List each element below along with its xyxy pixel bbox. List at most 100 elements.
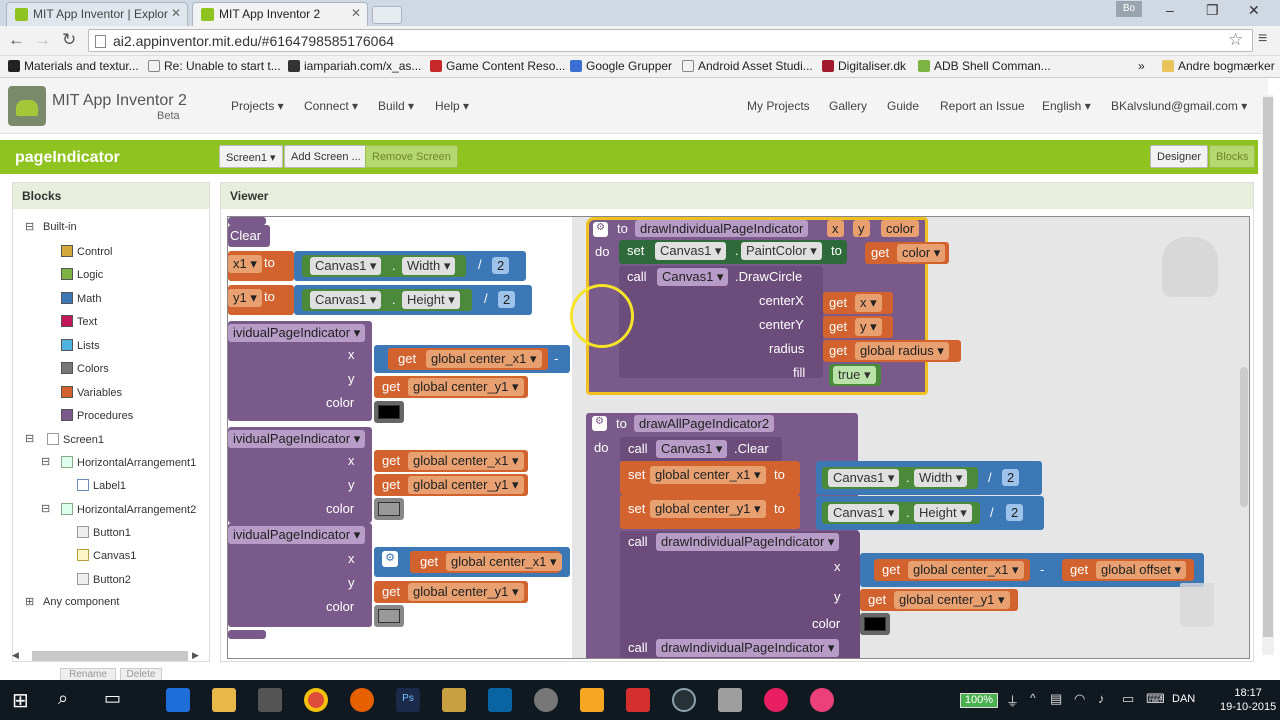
divide-width-block[interactable]: Canvas1 ▾ . Width ▾ / 2	[294, 251, 526, 281]
firefox-icon[interactable]	[350, 688, 374, 712]
tree-button1[interactable]: Button1	[77, 526, 131, 539]
tree-item-logic[interactable]: Logic	[61, 268, 103, 281]
tree-item-math[interactable]: Math	[61, 292, 101, 305]
keyboard-icon[interactable]: ⌨	[1146, 691, 1165, 706]
block-fragment[interactable]	[228, 630, 266, 639]
scroll-thumb[interactable]	[1263, 97, 1273, 637]
set-center-x1-block[interactable]: set global center_x1 ▾ to	[620, 461, 800, 495]
reload-icon[interactable]: ↻	[62, 30, 77, 49]
call-draw-individual-block[interactable]: call drawIndividualPageIndicator ▾	[620, 637, 860, 658]
get-center-x1-block[interactable]: get global center_x1 ▾	[388, 348, 548, 370]
color-block[interactable]	[860, 613, 890, 635]
subtract-block[interactable]: ⚙ get global center_x1 ▾	[374, 547, 570, 577]
input-language[interactable]: DAN	[1172, 693, 1196, 705]
store-icon[interactable]	[258, 688, 282, 712]
call-draw-individual-block[interactable]: call drawIndividualPageIndicator ▾ x y c…	[620, 531, 860, 658]
designer-button[interactable]: Designer	[1150, 145, 1209, 168]
outlook-icon[interactable]	[488, 688, 512, 712]
bookmark-item[interactable]: Re: Unable to start t...	[148, 59, 281, 73]
param-y[interactable]: y	[853, 220, 870, 237]
menu-build[interactable]: Build ▾	[378, 99, 415, 113]
app-icon[interactable]	[718, 688, 742, 712]
get-global-offset-block[interactable]: get global offset ▾	[1062, 559, 1194, 581]
get-global-radius-block[interactable]: get global radius ▾	[823, 340, 961, 362]
media-icon[interactable]	[442, 688, 466, 712]
color-gray-swatch[interactable]	[378, 502, 400, 516]
get-center-y1-block[interactable]: get global center_y1 ▾	[374, 581, 528, 603]
file-explorer-icon[interactable]	[212, 688, 236, 712]
back-arrow-icon[interactable]: ←	[8, 30, 25, 49]
procedure-name-field[interactable]: drawIndividualPageIndicator	[635, 220, 809, 237]
wifi-icon[interactable]: ◠	[1074, 691, 1086, 706]
collapse-icon[interactable]: ⊟	[41, 456, 51, 468]
divide-height-block[interactable]: Canvas1 ▾ . Height ▾ / 2	[294, 285, 532, 315]
tree-any-component[interactable]: Any component	[43, 596, 120, 608]
task-view-icon[interactable]: ▭	[104, 688, 122, 708]
canvas-clear-block[interactable]: Clear	[228, 225, 270, 247]
subtract-block[interactable]: get global center_x1 ▾ - get global offs…	[860, 553, 1204, 587]
network-icon[interactable]: ▤	[1050, 691, 1063, 706]
app-icon[interactable]	[626, 688, 650, 712]
bookmark-item[interactable]: Materials and textur...	[8, 59, 139, 73]
call-draw-indicator-block[interactable]: ividualPageIndicator ▾ x y color	[228, 321, 372, 421]
menu-help[interactable]: Help ▾	[435, 99, 470, 113]
color-block[interactable]	[374, 498, 404, 520]
canvas-height-getter[interactable]: Canvas1 ▾ . Height ▾	[302, 289, 472, 311]
collapse-icon[interactable]: ⊟	[25, 221, 35, 233]
var-y1-dropdown[interactable]: y1 ▾	[228, 289, 262, 307]
photoshop-icon[interactable]: Ps	[396, 688, 420, 712]
maximize-icon[interactable]: ❐	[1206, 2, 1219, 18]
subtract-block[interactable]: get global center_x1 ▾ -	[374, 345, 570, 373]
app-icon[interactable]	[672, 688, 696, 712]
screen-select[interactable]: Screen1 ▾	[219, 145, 283, 168]
bookmark-item[interactable]: Android Asset Studi...	[682, 59, 813, 73]
app-icon[interactable]	[764, 688, 788, 712]
tree-button2[interactable]: Button2	[77, 573, 131, 586]
true-block[interactable]: true ▾	[829, 364, 881, 386]
search-icon[interactable]: ⌕	[58, 688, 69, 708]
block-fragment[interactable]	[228, 217, 266, 225]
bookmark-folder[interactable]: Andre bogmærker	[1162, 59, 1275, 73]
tree-item-lists[interactable]: Lists	[61, 339, 100, 352]
close-tab-icon[interactable]: ✕	[350, 6, 361, 20]
page-vertical-scrollbar[interactable]	[1262, 95, 1274, 655]
windows-start-icon[interactable]: ⊞	[12, 690, 29, 712]
bookmarks-overflow-icon[interactable]: »	[1138, 59, 1145, 73]
tree-canvas1[interactable]: Canvas1	[77, 549, 136, 562]
link-guide[interactable]: Guide	[887, 99, 920, 113]
expand-icon[interactable]: ⊞	[25, 596, 35, 608]
param-x[interactable]: x	[827, 220, 844, 237]
color-black-swatch[interactable]	[864, 617, 886, 631]
get-color-block[interactable]: get color ▾	[865, 242, 949, 264]
account-menu[interactable]: BKalvslund@gmail.com ▾	[1111, 99, 1248, 113]
tree-item-colors[interactable]: Colors	[61, 362, 109, 375]
procedure-name-field[interactable]: drawAllPageIndicator2	[634, 415, 775, 432]
bookmark-item[interactable]: ADB Shell Comman...	[918, 59, 1051, 73]
scroll-thumb[interactable]	[32, 651, 188, 661]
procedure-draw-individual-indicator[interactable]: ⚙ to drawIndividualPageIndicator x y col…	[586, 217, 961, 395]
canvas-height-getter[interactable]: Canvas1 ▾ . Height ▾	[822, 502, 980, 524]
power-icon[interactable]: ⏚	[1006, 694, 1020, 709]
blocks-horizontal-scrollbar[interactable]: ◀ ▶	[12, 650, 199, 662]
set-center-y1-block[interactable]: set global center_y1 ▾ to	[620, 495, 800, 529]
link-my-projects[interactable]: My Projects	[747, 99, 810, 113]
collapse-icon[interactable]: ⊟	[41, 503, 51, 515]
get-center-x1-block[interactable]: get global center_x1 ▾	[410, 551, 562, 573]
tree-item-variables[interactable]: Variables	[61, 386, 122, 399]
volume-icon[interactable]: ♪	[1098, 691, 1105, 706]
profile-badge[interactable]: Bo	[1116, 1, 1142, 17]
close-tab-icon[interactable]: ✕	[170, 6, 181, 20]
scroll-left-icon[interactable]: ◀	[12, 650, 19, 660]
bookmark-item[interactable]: Digitaliser.dk	[822, 59, 906, 73]
chrome-icon[interactable]	[304, 688, 328, 712]
tree-label1[interactable]: Label1	[77, 479, 126, 492]
workspace-scrollbar[interactable]	[1240, 367, 1248, 507]
divide-width-block[interactable]: Canvas1 ▾ . Width ▾ / 2	[816, 461, 1042, 495]
language-menu[interactable]: English ▾	[1042, 99, 1091, 113]
mutator-gear-icon[interactable]: ⚙	[592, 416, 607, 431]
var-x1-dropdown[interactable]: x1 ▾	[228, 255, 262, 273]
procedure-draw-all-indicators[interactable]: ⚙ to drawAllPageIndicator2 do call Canva…	[586, 413, 860, 658]
url-input[interactable]: ai2.appinventor.mit.edu/#616479858517606…	[88, 29, 1253, 52]
chevron-up-icon[interactable]: ^	[1030, 691, 1036, 705]
remove-screen-button[interactable]: Remove Screen	[365, 145, 458, 168]
